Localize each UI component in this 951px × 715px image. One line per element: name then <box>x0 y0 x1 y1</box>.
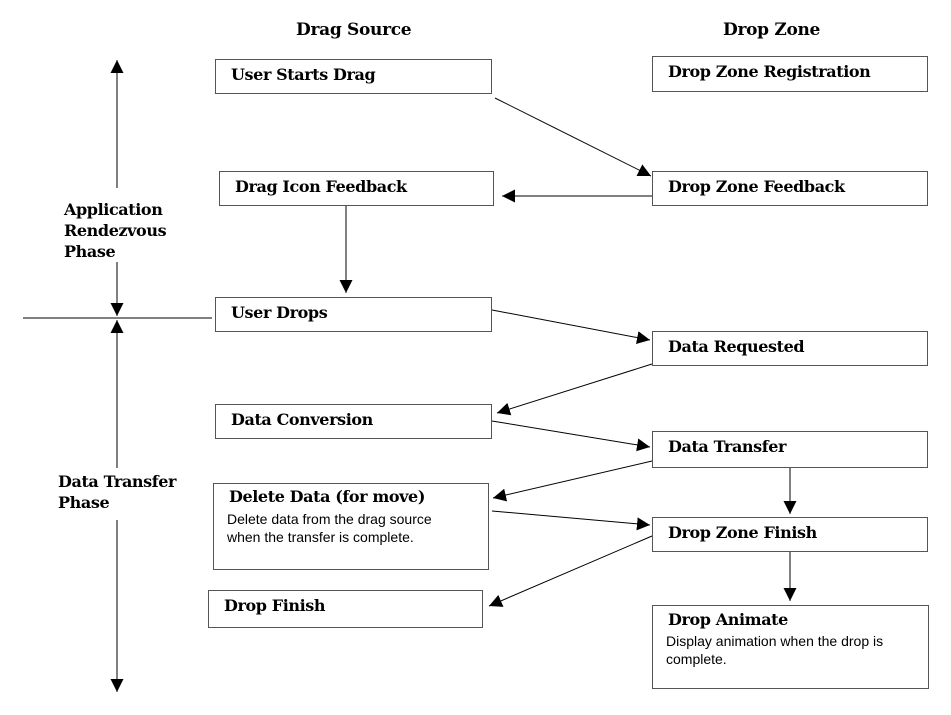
drop-zone-feedback-box: Drop Zone Feedback <box>652 171 928 206</box>
user-drops-box: User Drops <box>215 297 492 332</box>
box-title: Data Transfer <box>668 437 787 456</box>
drop-zone-header: Drop Zone <box>723 20 821 40</box>
box-title: Drop Animate <box>668 610 788 629</box>
box-title: Data Requested <box>668 337 805 356</box>
data-conversion-box: Data Conversion <box>215 404 492 439</box>
transfer-phase-line: Phase <box>58 493 110 512</box>
transfer-phase-label: Data Transfer Phase <box>56 471 179 513</box>
rendezvous-phase-line: Rendezvous <box>64 221 167 240</box>
arrow-data-requested-to-conversion <box>496 363 653 416</box>
arrow-data-transfer-to-delete-data <box>492 460 653 502</box>
rendezvous-phase-line: Phase <box>64 242 116 261</box>
drop-zone-registration-box: Drop Zone Registration <box>652 56 928 92</box>
data-requested-box: Data Requested <box>652 331 928 366</box>
arrow-conversion-to-data-transfer <box>491 420 651 452</box>
drop-zone-finish-box: Drop Zone Finish <box>652 517 928 552</box>
data-transfer-box: Data Transfer <box>652 431 928 468</box>
drop-animate-box: Drop Animate Display animation when the … <box>652 605 929 689</box>
drag-icon-feedback-box: Drag Icon Feedback <box>219 171 494 206</box>
box-title: Drop Zone Feedback <box>668 177 845 196</box>
drag-source-header: Drag Source <box>296 20 412 40</box>
drop-finish-box: Drop Finish <box>208 590 483 628</box>
arrow-delete-data-to-zone-finish <box>491 510 651 531</box>
box-title: User Drops <box>231 303 328 322</box>
box-description: Delete data from the drag source when th… <box>227 511 432 545</box>
box-title: Drop Finish <box>224 596 326 615</box>
rendezvous-phase-line: Application <box>64 200 163 219</box>
box-title: User Starts Drag <box>231 65 376 84</box>
box-title: Drop Zone Finish <box>668 523 817 542</box>
box-title: Drag Icon Feedback <box>235 177 407 196</box>
box-description: Display animation when the drop is compl… <box>666 633 884 667</box>
transfer-phase-line: Data Transfer <box>58 472 177 491</box>
user-starts-drag-box: User Starts Drag <box>215 59 492 94</box>
box-title: Data Conversion <box>231 410 373 429</box>
arrow-zone-finish-to-drop-finish <box>488 535 653 607</box>
box-title: Delete Data (for move) <box>229 487 425 506</box>
arrow-user-drops-to-data-requested <box>491 309 651 344</box>
arrow-start-to-zone-feedback <box>494 97 652 177</box>
box-title: Drop Zone Registration <box>668 62 871 81</box>
delete-data-box: Delete Data (for move) Delete data from … <box>213 483 489 570</box>
rendezvous-phase-label: Application Rendezvous Phase <box>62 199 169 262</box>
